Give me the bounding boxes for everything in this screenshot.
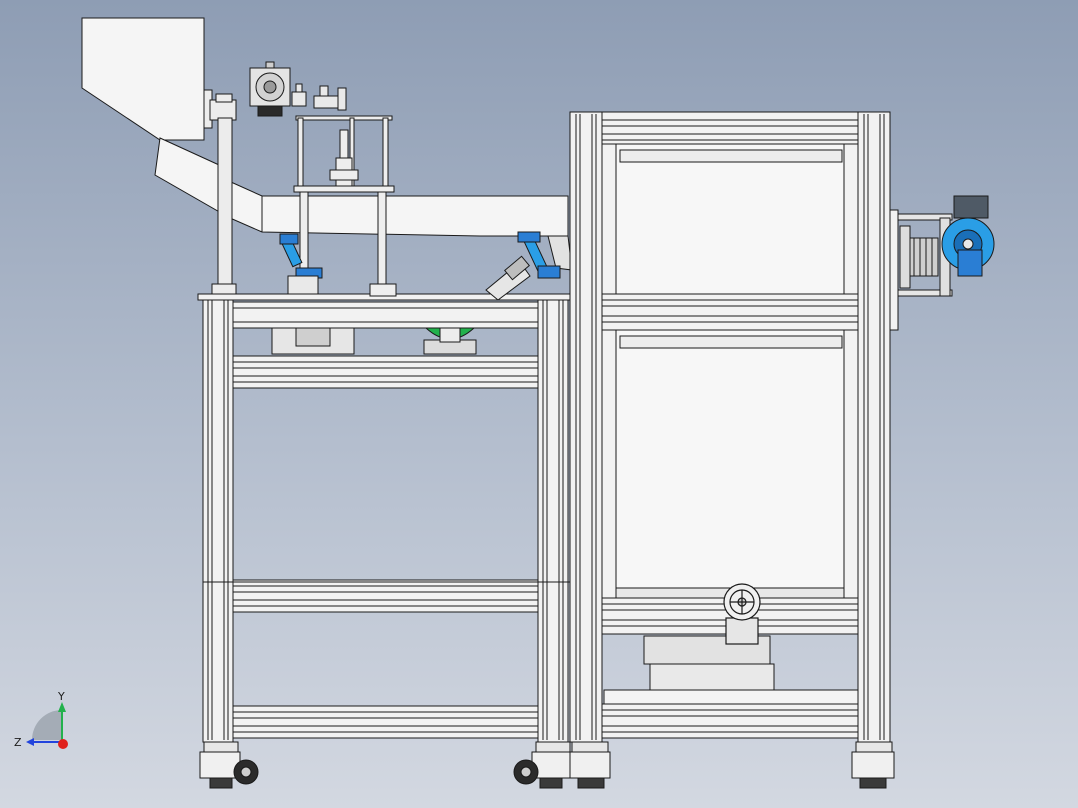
triad-z-label: Z bbox=[14, 736, 22, 749]
caster-wheel-icon bbox=[199, 741, 895, 789]
upper-panel bbox=[615, 143, 845, 295]
right-frame-upright-left bbox=[569, 111, 603, 743]
actuator-frame bbox=[293, 115, 397, 297]
right-frame-bottom-beam bbox=[601, 703, 859, 739]
lift-tray bbox=[603, 635, 859, 705]
hopper-assembly bbox=[81, 17, 573, 271]
blue-clamps bbox=[279, 231, 561, 301]
rail-bottom bbox=[232, 705, 539, 739]
rail-top bbox=[232, 301, 539, 329]
servo-gear-motor-icon bbox=[897, 195, 995, 297]
cylinder-head bbox=[329, 169, 359, 181]
right-frame-middle-beam bbox=[601, 293, 859, 331]
right-frame bbox=[569, 111, 899, 743]
right-frame-top-beam bbox=[601, 111, 859, 145]
handwheel-icon[interactable] bbox=[723, 583, 761, 645]
hopper-body bbox=[81, 17, 205, 141]
rail-middle bbox=[232, 579, 539, 613]
valve-fittings bbox=[291, 83, 347, 111]
lower-panel bbox=[615, 329, 845, 599]
left-frame bbox=[197, 293, 573, 743]
stepper-motor-icon bbox=[249, 61, 291, 117]
under-table-parts bbox=[271, 327, 477, 355]
rail-upper bbox=[232, 355, 539, 389]
triad-y-label: Y bbox=[57, 690, 65, 703]
conveyor-chute bbox=[221, 177, 569, 237]
coordinate-triad-icon: Y Z bbox=[14, 690, 68, 749]
right-frame-upright-right bbox=[857, 111, 891, 743]
support-post bbox=[203, 89, 237, 295]
